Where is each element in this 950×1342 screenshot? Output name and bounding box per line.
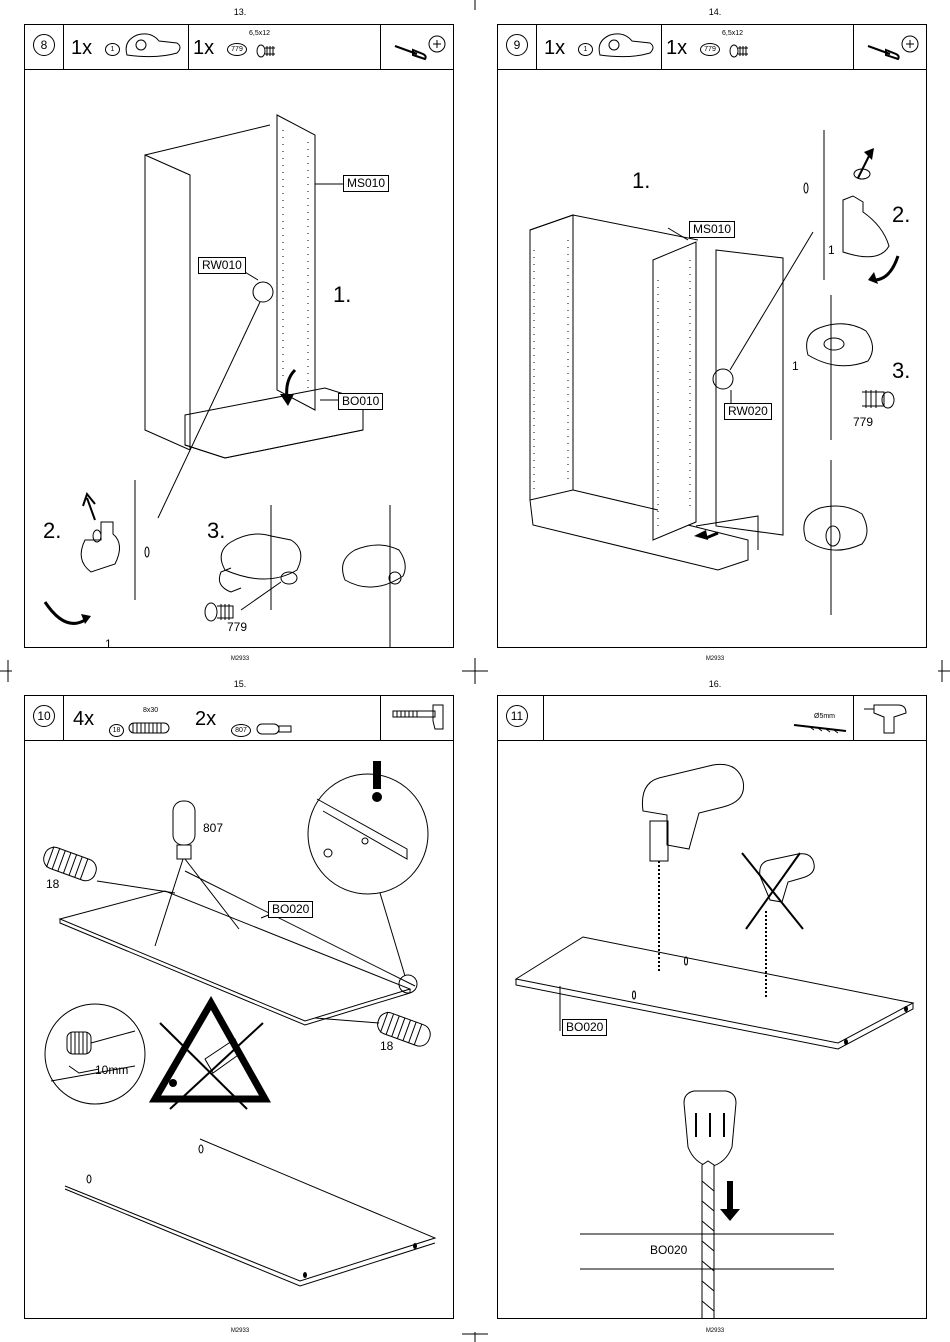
annotation: 18 bbox=[46, 877, 59, 891]
tool-box bbox=[389, 699, 449, 735]
page-footer: M2933 bbox=[210, 656, 270, 662]
cabinet-illustration bbox=[25, 70, 453, 647]
hammer-icon bbox=[389, 699, 449, 735]
parts-header: 11 Ø5mm bbox=[498, 696, 926, 741]
part-label: BO020 bbox=[650, 1243, 687, 1257]
substep-label: 2. bbox=[43, 518, 61, 544]
annotation: 779 bbox=[853, 415, 873, 429]
tool-box bbox=[862, 699, 922, 735]
part-label: BO010 bbox=[338, 393, 383, 410]
assembly-drawing: BO020 BO020 bbox=[498, 741, 926, 1318]
page-number: 14. bbox=[685, 7, 745, 17]
annotation: 1 bbox=[792, 359, 799, 373]
page-footer: M2933 bbox=[685, 656, 745, 662]
page-number: 16. bbox=[685, 679, 745, 689]
board-illustration bbox=[25, 741, 453, 1318]
annotation: 779 bbox=[227, 620, 247, 634]
cabinet-illustration bbox=[498, 70, 926, 647]
annotation: 10mm bbox=[95, 1063, 128, 1077]
step-panel-11: 11 Ø5mm bbox=[497, 695, 927, 1319]
assembly-drawing: BO020 807 18 18 10mm bbox=[25, 741, 453, 1318]
assembly-drawing: MS010 RW010 BO010 1. 2. 3. 1 779 bbox=[25, 70, 453, 647]
part-label: BO020 bbox=[562, 1019, 607, 1036]
tool-box bbox=[389, 28, 449, 64]
annotation: 18 bbox=[380, 1039, 393, 1053]
drill-icon bbox=[862, 699, 922, 735]
screwdriver-icon bbox=[389, 28, 449, 64]
substep-label: 1. bbox=[333, 282, 351, 308]
step-panel-10: 10 4x 18 8x30 2x 807 bbox=[24, 695, 454, 1319]
part-label: RW010 bbox=[198, 257, 246, 274]
substep-label: 2. bbox=[892, 202, 910, 228]
annotation: 1 bbox=[828, 243, 835, 257]
page-number: 13. bbox=[210, 7, 270, 17]
assembly-drawing: MS010 RW020 1. 2. 3. 1 1 779 bbox=[498, 70, 926, 647]
substep-label: 3. bbox=[892, 358, 910, 384]
page-number: 15. bbox=[210, 679, 270, 689]
substep-label: 1. bbox=[632, 168, 650, 194]
parts-header: 9 1x 1 1x 779 6,5x12 bbox=[498, 25, 926, 70]
page-footer: M2933 bbox=[685, 1328, 745, 1334]
page-footer: M2933 bbox=[210, 1328, 270, 1334]
substep-label: 3. bbox=[207, 518, 225, 544]
step-panel-8: 8 1x 1 1x 779 6,5x12 bbox=[24, 24, 454, 648]
annotation: 1 bbox=[105, 637, 112, 651]
screwdriver-icon bbox=[862, 28, 922, 64]
part-label: MS010 bbox=[343, 175, 389, 192]
part-label: BO020 bbox=[268, 901, 313, 918]
part-label: MS010 bbox=[689, 221, 735, 238]
tool-box bbox=[862, 28, 922, 64]
annotation: 807 bbox=[203, 821, 223, 835]
part-label: RW020 bbox=[724, 403, 772, 420]
parts-header: 8 1x 1 1x 779 6,5x12 bbox=[25, 25, 453, 70]
parts-header: 10 4x 18 8x30 2x 807 bbox=[25, 696, 453, 741]
step-panel-9: 9 1x 1 1x 779 6,5x12 bbox=[497, 24, 927, 648]
